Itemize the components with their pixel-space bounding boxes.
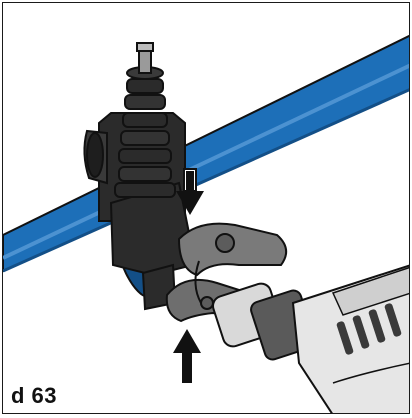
figure-frame: d 63 <box>2 2 410 414</box>
valve-stem <box>114 42 176 198</box>
press-tool <box>212 264 409 413</box>
arrow-up-icon <box>173 329 201 383</box>
press-fitting-illustration <box>3 34 409 413</box>
arrow-down-icon <box>176 168 204 215</box>
figure-label: d 63 <box>11 383 58 408</box>
